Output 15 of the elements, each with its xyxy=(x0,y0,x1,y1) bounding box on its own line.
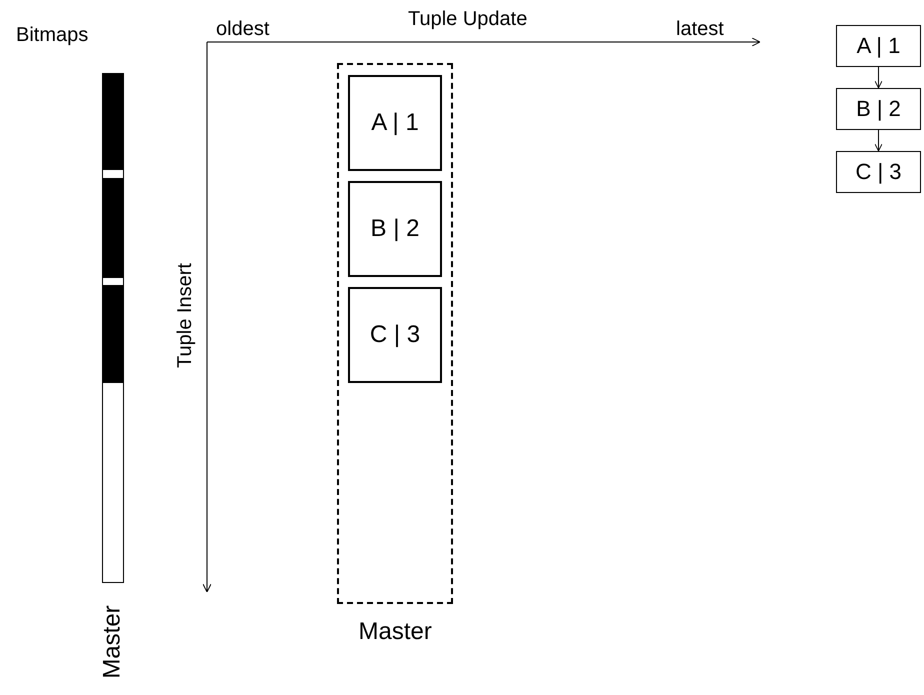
record-box: A | 1 xyxy=(348,75,442,171)
bitmap-label: Master xyxy=(98,605,127,679)
arrow xyxy=(874,130,882,152)
record-box: C | 3 xyxy=(348,287,442,383)
container-label: Master xyxy=(358,618,432,646)
arrow xyxy=(874,66,882,88)
axis-title: Tuple Update xyxy=(408,8,528,31)
linked-record-box: B | 2 xyxy=(836,88,921,130)
linked-record-box: C | 3 xyxy=(836,151,921,193)
axis-title: Tuple Insert xyxy=(173,262,196,368)
linked-record-box: A | 1 xyxy=(836,25,921,67)
axis-label: latest xyxy=(676,18,724,41)
axis-label: oldest xyxy=(216,18,270,41)
section-title: Bitmaps xyxy=(16,24,88,47)
record-box: B | 2 xyxy=(348,181,442,277)
